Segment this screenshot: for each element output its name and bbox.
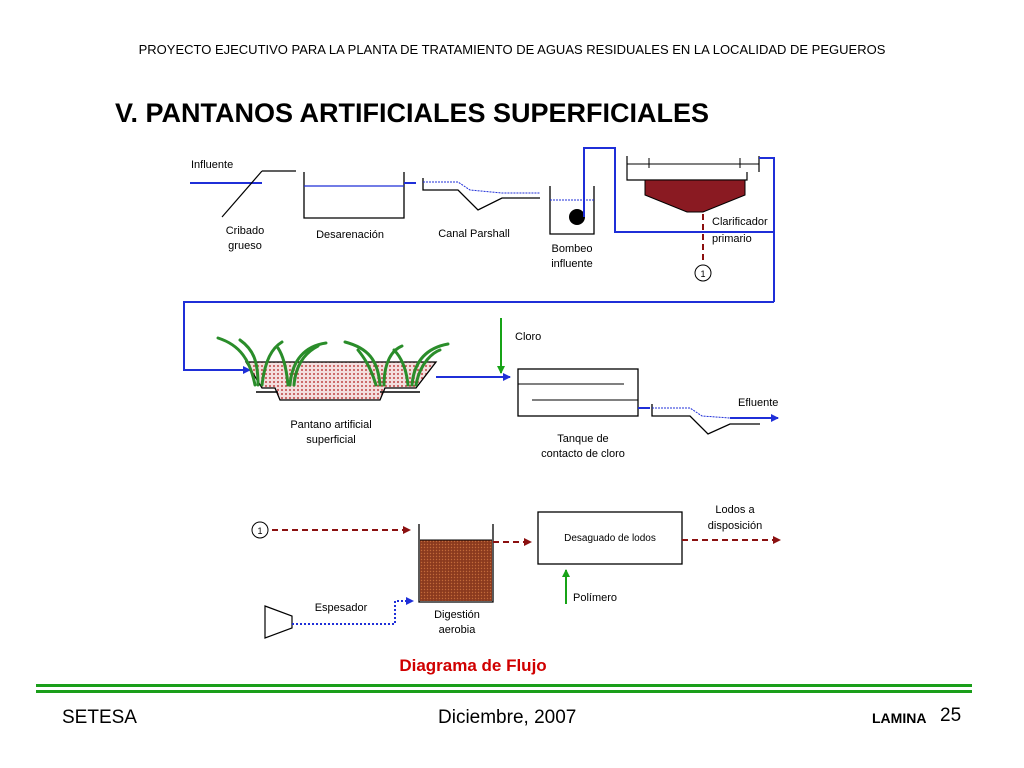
- connector-1b-label: 1: [257, 526, 262, 536]
- dewatering-box: [537, 511, 683, 565]
- influente-label: Influente: [191, 159, 233, 171]
- cloro-label: Cloro: [515, 331, 541, 343]
- parshall-flume: [422, 178, 540, 211]
- digestion-label-2: aerobia: [439, 624, 477, 636]
- influent-pump-well: [549, 186, 595, 235]
- diagram-caption: Diagrama de Flujo: [399, 656, 547, 675]
- efluente-label: Efluente: [738, 397, 778, 409]
- thickener-icon: [264, 605, 293, 639]
- footer-lamina-label: LAMINA: [872, 710, 927, 726]
- digestion-label-1: Digestión: [434, 609, 480, 621]
- coarse-screen: [221, 170, 296, 218]
- pantano-label-1: Pantano artificial: [290, 419, 371, 431]
- bombeo-label-1: Bombeo: [552, 243, 593, 255]
- pump-discharge-line: [583, 147, 774, 233]
- clarificador-label-2: primario: [712, 233, 752, 245]
- plant-icon: [216, 336, 284, 387]
- lodos-label-2: disposición: [708, 520, 762, 532]
- plant-icon: [392, 342, 450, 387]
- chlorine-contact-tank: [517, 368, 639, 417]
- aerobic-digester: [418, 524, 494, 603]
- lodos-label-1: Lodos a: [715, 504, 755, 516]
- canal-parshall-label: Canal Parshall: [438, 228, 510, 240]
- cribado-label-2: grueso: [228, 240, 262, 252]
- constructed-wetland: [216, 336, 450, 401]
- desarenacion-label: Desarenación: [316, 229, 384, 241]
- page-header: PROYECTO EJECUTIVO PARA LA PLANTA DE TRA…: [138, 42, 886, 57]
- plant-icon: [343, 340, 404, 387]
- clarificador-label-1: Clarificador: [712, 216, 768, 228]
- desaguado-label: Desaguado de lodos: [564, 533, 656, 544]
- tanque-label-1: Tanque de: [557, 433, 608, 445]
- polimero-label: Polímero: [573, 592, 617, 604]
- footer-divider: [36, 690, 972, 693]
- pump-icon: [569, 209, 585, 225]
- clarifier-overflow-line: [759, 157, 775, 302]
- footer-page-number: 25: [940, 705, 962, 726]
- connector-1-bottom: [251, 521, 269, 539]
- clarifier-to-wetland-line: [183, 301, 774, 374]
- pantano-label-2: superficial: [306, 434, 356, 446]
- footer-divider: [36, 684, 972, 687]
- tanque-label-2: contacto de cloro: [541, 448, 625, 460]
- connector-1-top: [694, 264, 712, 282]
- grit-chamber: [303, 172, 405, 219]
- footer-date: Diciembre, 2007: [438, 707, 577, 728]
- page-title: V. PANTANOS ARTIFICIALES SUPERFICIALES: [115, 98, 710, 128]
- connector-1-label: 1: [700, 269, 705, 279]
- cribado-label-1: Cribado: [226, 225, 265, 237]
- footer-company: SETESA: [62, 707, 137, 728]
- bombeo-label-2: influente: [551, 258, 593, 270]
- plant-icon: [276, 341, 328, 387]
- espesador-label: Espesador: [315, 602, 368, 614]
- primary-clarifier: [626, 156, 760, 213]
